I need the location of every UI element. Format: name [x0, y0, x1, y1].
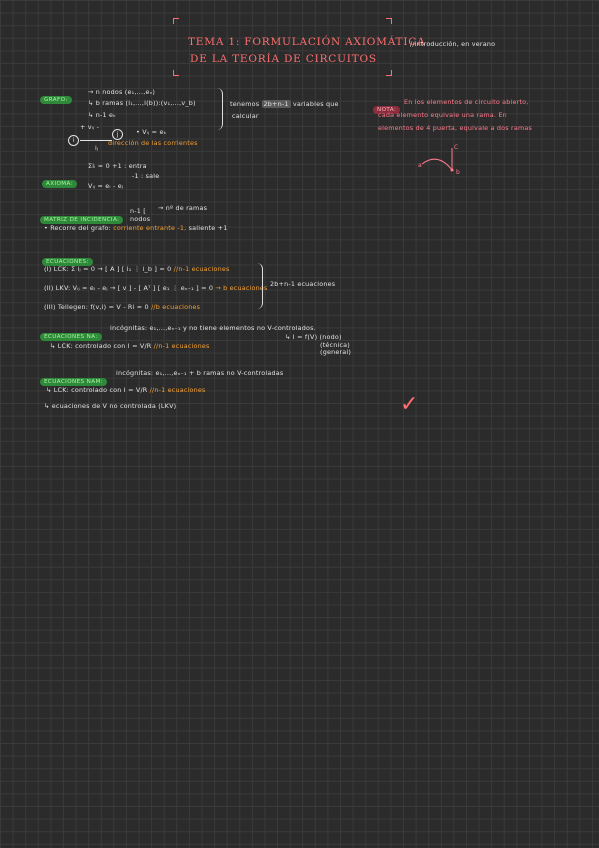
title-bracket-top-right: [386, 18, 392, 24]
grafo-curly-brace: [216, 88, 223, 130]
nam-tag-wrap: ECUACIONES NAM:: [40, 368, 107, 387]
page-title-line2: DE LA TEORÍA DE CIRCUITOS: [190, 53, 377, 65]
nota-line2: cada elemento equivale una rama. En: [378, 111, 507, 119]
axioma-line1: Σiᵢ = 0 +1 : entra: [88, 162, 147, 170]
matriz-tag: MATRIZ DE INCIDENCIA:: [40, 216, 124, 224]
grafo-section: GRAFO:: [40, 86, 72, 105]
grafo-tag: GRAFO:: [40, 96, 72, 104]
nam-line1: incógnitas: e₁,...,eₙ₋₁ + b ramas no V-c…: [116, 369, 284, 377]
nota-line1: En los elementos de circuito abierto,: [404, 98, 529, 106]
nota-tag: NOTA:: [373, 106, 401, 114]
nota-tag-wrap: NOTA:: [373, 96, 401, 115]
grafo-line1: → n nodos (e₁,...,eₙ): [88, 88, 156, 96]
nota-line3: elementos de 4 puerta, equivale a dos ra…: [378, 124, 533, 132]
matriz-tag-wrap: MATRIZ DE INCIDENCIA:: [40, 206, 124, 225]
grafo-node-j: j: [112, 129, 123, 140]
nota-diagram-c: C: [454, 144, 458, 151]
ecuaciones-tag: ECUACIONES:: [42, 258, 93, 266]
nam-line2: ↳ LCK: controlado con I = V/R //n-1 ecua…: [46, 386, 206, 394]
na-tag: ECUACIONES NA:: [40, 333, 102, 341]
grafo-right-text3: calcular: [232, 112, 259, 120]
matriz-frac-bottom: nodos: [130, 215, 151, 223]
ecuaciones-lck: (I) LCK: Σ iⱼ = 0 → [ A ] [ i₁ ⋮ i_b ] =…: [44, 265, 230, 273]
axioma-line2: Vᵢⱼ = eᵢ - eⱼ: [88, 182, 124, 190]
nam-line3: ↳ ecuaciones de V no controlada (LKV): [44, 402, 177, 410]
ecuaciones-total: 2b+n-1 ecuaciones: [270, 280, 336, 288]
ecuaciones-tellegen: (III) Tellegen: f(v,i) = V - Ri = 0 //b …: [44, 303, 201, 311]
axioma-tag: AXIOMA:: [42, 180, 77, 188]
grafo-right-text: tenemos 2b+n-1 variables que: [230, 100, 339, 108]
na-line1: incógnitas: e₁,...,eₙ₋₁ y no tiene eleme…: [110, 324, 316, 332]
matriz-frac-top: n-1 [: [130, 207, 146, 215]
axioma-line1b: -1 : sale: [132, 172, 160, 180]
grafo-branch-line: [80, 140, 112, 141]
title-bracket-top-left: [173, 18, 179, 24]
nam-tag: ECUACIONES NAM:: [40, 378, 107, 386]
grafo-line2: ↳ b ramas (i₁,...,i(b)):(v₁,...,v_b): [88, 99, 196, 107]
ecuaciones-lkv: (II) LKV: Vᵢⱼ = eᵢ - eⱼ → [ v ] - [ Aᵀ ]…: [44, 284, 268, 292]
ecuaciones-tag-wrap: ECUACIONES:: [42, 248, 93, 267]
axioma-tag-wrap: AXIOMA:: [42, 170, 77, 189]
grafo-vij-label: + vᵢⱼ -: [80, 123, 100, 131]
na-right2: (técnica): [320, 341, 350, 349]
nota-diagram-b: b: [456, 169, 460, 176]
grafo-right-highlight: 2b+n-1: [261, 100, 291, 108]
grafo-current-note: dirección de las corrientes: [108, 139, 198, 147]
na-tag-wrap: ECUACIONES NA:: [40, 323, 102, 342]
title-bracket-bottom-left: [173, 70, 179, 76]
grafo-node-i: i: [68, 135, 79, 146]
check-icon: ✓: [400, 392, 419, 417]
na-right3: (general): [320, 348, 352, 356]
grafo-current: iⱼ: [95, 144, 99, 152]
side-note: //introducción, en verano: [410, 40, 496, 48]
grafo-vij-eq: • Vᵢⱼ = eₖ: [136, 128, 167, 136]
grafo-line3: ↳ n-1 eₖ: [88, 111, 117, 119]
na-right1: ↳ I = f(V) (nodo): [285, 333, 342, 341]
matriz-line2: • Recorre del grafo: corriente entrante …: [44, 224, 228, 232]
nota-diagram: C a b: [418, 144, 460, 176]
page-title-line1: TEMA 1: FORMULACIÓN AXIOMÁTICA: [188, 36, 426, 48]
title-bracket-bottom-right: [386, 70, 392, 76]
matriz-arrow-text: → nº de ramas: [158, 204, 208, 212]
na-line2: ↳ LCK: controlado con I = V/R //n-1 ecua…: [50, 342, 210, 350]
ecuaciones-curly-brace: [256, 263, 263, 309]
nota-diagram-a: a: [418, 162, 422, 169]
